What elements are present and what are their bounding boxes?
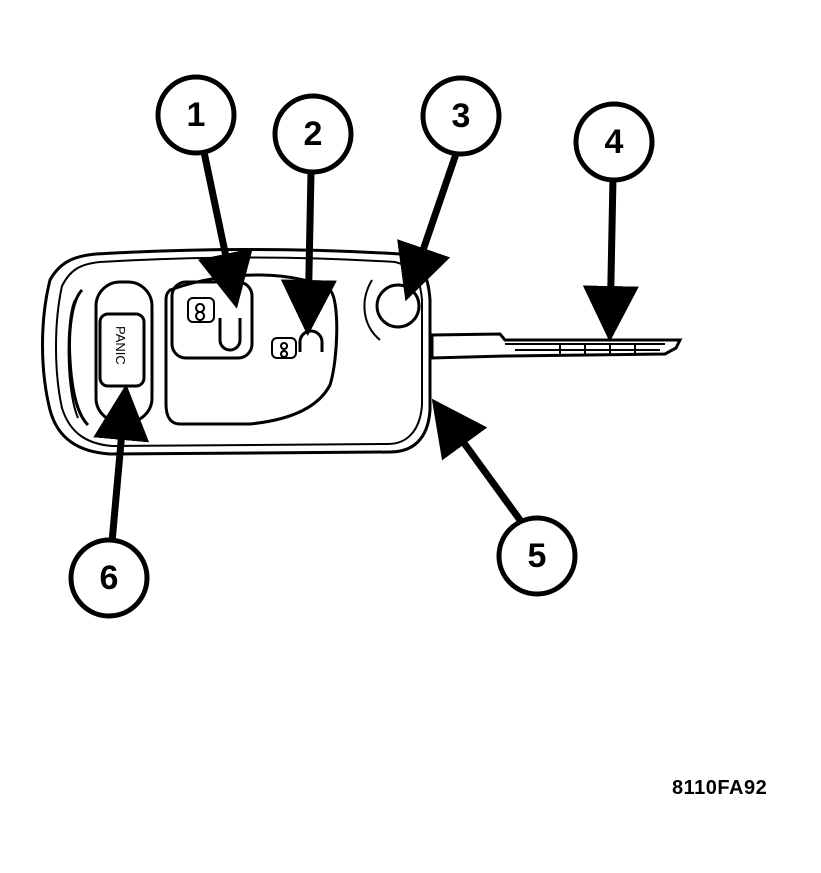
callout-2-number: 2	[304, 115, 323, 153]
leader-arrow-4	[582, 177, 639, 342]
callout-4: 4	[573, 101, 655, 183]
callout-3-number: 3	[452, 97, 471, 135]
key-blade	[430, 332, 683, 360]
unlock-button[interactable]	[271, 329, 324, 359]
leader-arrow-5	[431, 398, 523, 523]
main-button-panel	[164, 273, 339, 426]
lock-icon	[187, 297, 242, 352]
leader-arrow-1	[197, 151, 253, 309]
callout-5-number: 5	[528, 537, 547, 575]
callout-3: 3	[420, 75, 502, 157]
figure-id: 8110FA92	[672, 777, 768, 799]
leader-arrow-6	[93, 384, 150, 543]
callout-6-number: 6	[100, 559, 119, 597]
callout-1-number: 1	[187, 96, 206, 134]
panic-button[interactable]: PANIC	[98, 312, 146, 388]
leader-arrow-2	[280, 171, 337, 336]
panic-button-label: PANIC	[113, 326, 128, 365]
callout-6: 6	[68, 537, 150, 619]
callout-5: 5	[496, 515, 578, 597]
lock-button[interactable]	[170, 280, 254, 360]
callout-2: 2	[272, 93, 354, 175]
callout-4-number: 4	[605, 123, 624, 161]
leader-arrow-3	[397, 152, 460, 302]
key-release-button[interactable]	[363, 279, 421, 341]
callout-1: 1	[155, 74, 237, 156]
unlock-icon	[271, 329, 324, 359]
